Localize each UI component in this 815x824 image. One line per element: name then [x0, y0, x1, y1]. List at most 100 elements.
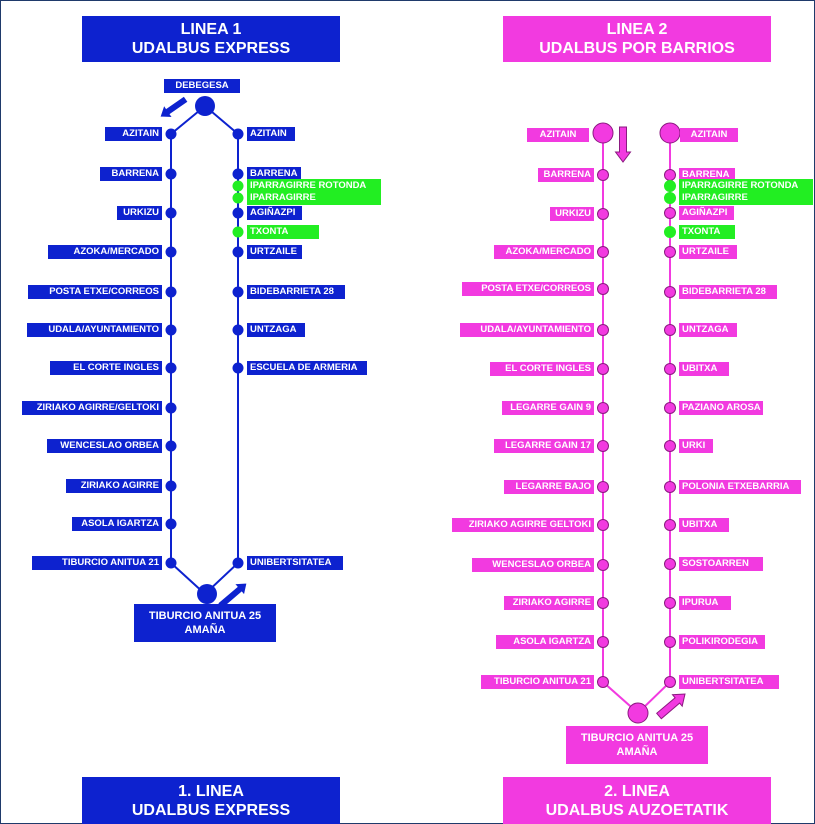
line1-stop-label: ESCUELA DE ARMERIA: [247, 361, 367, 375]
line2-stop-dot: [597, 402, 609, 414]
line2-stop-dot: [664, 558, 676, 570]
line2-stop-label: TIBURCIO ANITUA 21: [481, 675, 594, 689]
line2-stop-dot: [664, 169, 676, 181]
line2-stop-dot: [597, 208, 609, 220]
line2-stop-label: URTZAILE: [679, 245, 737, 259]
line2-header-title: LINEA 2: [606, 21, 668, 38]
line2-stop-dot: [597, 440, 609, 452]
line1-stop-dot: [165, 362, 177, 374]
line1-end-terminal-area: AMAÑA: [184, 624, 226, 636]
line1-stop-label: IPARRAGIRRE: [247, 191, 381, 205]
line2-end-node: [627, 702, 649, 724]
line2-stop-label: AZOKA/MERCADO: [494, 245, 594, 259]
line1-stop-dot: [232, 128, 244, 140]
line2-stop-dot: [664, 180, 676, 192]
line1-stop-label: URKIZU: [117, 206, 162, 220]
line1-stop-label: BIDEBARRIETA 28: [247, 285, 345, 299]
line2-stop-dot: [664, 363, 676, 375]
line2-stop-label: UNTZAGA: [679, 323, 737, 337]
line2-stop-dot: [597, 169, 609, 181]
line2-stop-dot: [597, 283, 609, 295]
line1-stop-dot: [165, 557, 177, 569]
line1-stop-label: AZITAIN: [105, 127, 162, 141]
line2-stop-dot: [597, 559, 609, 571]
line2-stop-label: TXONTA: [679, 225, 735, 239]
line1-header: LINEA 1 UDALBUS EXPRESS: [82, 16, 340, 62]
line2-stop-label: URKIZU: [550, 207, 594, 221]
line1-stop-label: AZITAIN: [247, 127, 295, 141]
line1-stop-dot: [232, 192, 244, 204]
line1-stop-label: AZOKA/MERCADO: [48, 245, 162, 259]
line2-start-right: AZITAIN: [680, 128, 738, 142]
line2-stop-dot: [664, 597, 676, 609]
line1-start-terminal: DEBEGESA: [164, 79, 240, 93]
line1-stop-label: ZIRIAKO AGIRRE: [66, 479, 162, 493]
line2-start-arrow: [614, 126, 632, 163]
line2-stop-label: IPURUA: [679, 596, 731, 610]
line1-footer-title: 1. LINEA: [178, 782, 244, 800]
line2-start-left: AZITAIN: [527, 128, 589, 142]
line2-stop-dot: [597, 636, 609, 648]
line2-end-arrow: [655, 693, 686, 720]
line2-stop-label: UNIBERTSITATEA: [679, 675, 779, 689]
line2-stop-label: BIDEBARRIETA 28: [679, 285, 777, 299]
line1-header-title: LINEA 1: [180, 21, 242, 38]
line2-footer-subtitle: UDALBUS AUZOETATIK: [545, 801, 729, 819]
line2-stop-label: POLONIA ETXEBARRIA: [679, 480, 801, 494]
line2-stop-label: LEGARRE GAIN 17: [494, 439, 594, 453]
line1-start-arrow: [159, 95, 189, 119]
line2-stop-label: POSTA ETXE/CORREOS: [462, 282, 594, 296]
line1-stop-dot: [232, 286, 244, 298]
line1-stop-dot: [165, 480, 177, 492]
line2-stop-label: ZIRIAKO AGIRRE: [504, 596, 594, 610]
line1-stop-dot: [232, 168, 244, 180]
line2-route: [602, 133, 671, 715]
line2-stop-label: EL CORTE INGLES: [490, 362, 594, 376]
line1-stop-label: EL CORTE INGLES: [50, 361, 162, 375]
line2-footer-title: 2. LINEA: [604, 782, 670, 800]
line1-end-node: [197, 584, 217, 604]
line2-start-node-right: [659, 122, 681, 144]
line1-stop-label: TXONTA: [247, 225, 319, 239]
line1-end-terminal: TIBURCIO ANITUA 25 AMAÑA: [134, 604, 276, 642]
line1-stop-dot: [165, 518, 177, 530]
line2-stop-dot: [664, 402, 676, 414]
line2-stop-dot: [664, 246, 676, 258]
line1-start-node: [195, 96, 215, 116]
line1-stop-dot: [232, 324, 244, 336]
line2-stop-dot: [597, 363, 609, 375]
line1-stop-label: POSTA ETXE/CORREOS: [28, 285, 162, 299]
line2-stop-label: ASOLA IGARTZA: [496, 635, 594, 649]
line1-stop-label: BARRENA: [247, 167, 301, 181]
line1-stop-label: BARRENA: [100, 167, 162, 181]
line1-stop-dot: [232, 180, 244, 192]
line2-stop-dot: [664, 286, 676, 298]
line2-stop-dot: [664, 192, 676, 204]
line2-stop-label: ZIRIAKO AGIRRE GELTOKI: [452, 518, 594, 532]
line1-stop-dot: [165, 402, 177, 414]
line2-stop-dot: [664, 519, 676, 531]
line2-stop-label: LEGARRE GAIN 9: [502, 401, 594, 415]
line2-stop-label: PAZIANO AROSA: [679, 401, 763, 415]
line1-stop-dot: [165, 207, 177, 219]
line1-stop-label: ZIRIAKO AGIRRE/GELTOKI: [22, 401, 162, 415]
line1-footer: 1. LINEA UDALBUS EXPRESS: [82, 777, 340, 824]
line1-end-terminal-name: TIBURCIO ANITUA 25: [148, 610, 262, 622]
line2-stop-dot: [664, 636, 676, 648]
line2-stop-label: AGIÑAZPI: [679, 206, 734, 220]
line2-stop-dot: [597, 519, 609, 531]
line1-stop-label: UNIBERTSITATEA: [247, 556, 343, 570]
line2-end-terminal-name: TIBURCIO ANITUA 25: [580, 732, 694, 744]
line1-stop-label: AGIÑAZPI: [247, 206, 302, 220]
line2-stop-label: UBITXA: [679, 362, 729, 376]
line2-stop-dot: [664, 676, 676, 688]
line1-route: [170, 104, 239, 596]
line1-stop-dot: [165, 440, 177, 452]
line2-stop-dot: [597, 676, 609, 688]
line2-stop-label: BARRENA: [538, 168, 594, 182]
line2-stop-label: IPARRAGIRRE ROTONDA: [679, 179, 813, 193]
line2-stop-label: BARRENA: [679, 168, 735, 182]
line2-stop-label: UBITXA: [679, 518, 729, 532]
line1-stop-dot: [165, 246, 177, 258]
